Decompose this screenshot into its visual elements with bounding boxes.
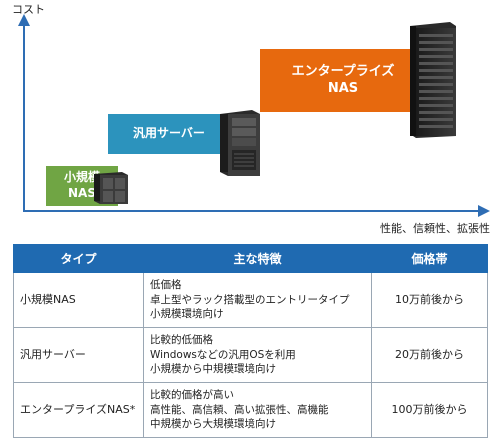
comparison-table: タイプ 主な特徴 価格帯 小規模NAS 低価格 卓上型やラック搭載型のエントリー… bbox=[13, 244, 488, 438]
x-axis-arrow-icon bbox=[478, 205, 490, 217]
feature-line: 比較的価格が高い bbox=[150, 389, 234, 402]
y-axis bbox=[23, 26, 25, 212]
feature-line: Windowsなどの汎用OSを利用 bbox=[150, 348, 296, 361]
cell-price: 100万前後から bbox=[371, 382, 488, 438]
feature-line: 小規模から中規模環境向け bbox=[150, 363, 276, 376]
cell-price: 10万前後から bbox=[371, 272, 488, 328]
feature-line: 中規模から大規模環境向け bbox=[150, 418, 276, 431]
tier-small-line2: NAS bbox=[68, 186, 96, 200]
tier-enterprise-line1: エンタープライズ bbox=[291, 63, 395, 79]
header-price: 価格帯 bbox=[371, 244, 488, 273]
tower-server-icon bbox=[220, 110, 260, 176]
header-features: 主な特徴 bbox=[143, 244, 372, 273]
x-axis-label: 性能、信頼性、拡張性 bbox=[380, 222, 490, 235]
nas-server-icon bbox=[94, 172, 128, 204]
rack-server-icon bbox=[410, 22, 456, 138]
feature-line: 比較的低価格 bbox=[150, 334, 213, 347]
feature-line: 低価格 bbox=[150, 279, 182, 292]
cell-type: エンタープライズNAS* bbox=[13, 382, 144, 438]
table-row: 小規模NAS 低価格 卓上型やラック搭載型のエントリータイプ 小規模環境向け 1… bbox=[13, 272, 488, 328]
feature-line: 卓上型やラック搭載型のエントリータイプ bbox=[150, 293, 350, 306]
y-axis-label: コスト bbox=[12, 3, 45, 16]
cell-features: 比較的低価格 Windowsなどの汎用OSを利用 小規模から中規模環境向け bbox=[143, 327, 372, 383]
tier-small-line1: 小規模 bbox=[63, 170, 100, 185]
cell-price: 20万前後から bbox=[371, 327, 488, 383]
cost-performance-diagram: コスト 性能、信頼性、拡張性 エンタープライズ NAS 汎用サーバー bbox=[12, 3, 490, 235]
tier-general-server: 汎用サーバー bbox=[108, 114, 230, 154]
table-header-row: タイプ 主な特徴 価格帯 bbox=[13, 244, 488, 273]
table-row: 汎用サーバー 比較的低価格 Windowsなどの汎用OSを利用 小規模から中規模… bbox=[13, 327, 488, 383]
cell-type: 小規模NAS bbox=[13, 272, 144, 328]
cell-features: 低価格 卓上型やラック搭載型のエントリータイプ 小規模環境向け bbox=[143, 272, 372, 328]
feature-line: 小規模環境向け bbox=[150, 308, 224, 321]
tier-enterprise-nas: エンタープライズ NAS bbox=[260, 49, 426, 112]
feature-line: 高性能、高信頼、高い拡張性、高機能 bbox=[150, 403, 329, 416]
y-axis-arrow-icon bbox=[18, 14, 30, 26]
cell-features: 比較的価格が高い 高性能、高信頼、高い拡張性、高機能 中規模から大規模環境向け bbox=[143, 382, 372, 438]
x-axis bbox=[23, 210, 478, 212]
tier-enterprise-line2: NAS bbox=[327, 80, 359, 96]
header-type: タイプ bbox=[13, 244, 144, 273]
cell-type: 汎用サーバー bbox=[13, 327, 144, 383]
tier-general-line1: 汎用サーバー bbox=[133, 126, 205, 141]
table-row: エンタープライズNAS* 比較的価格が高い 高性能、高信頼、高い拡張性、高機能 … bbox=[13, 382, 488, 438]
